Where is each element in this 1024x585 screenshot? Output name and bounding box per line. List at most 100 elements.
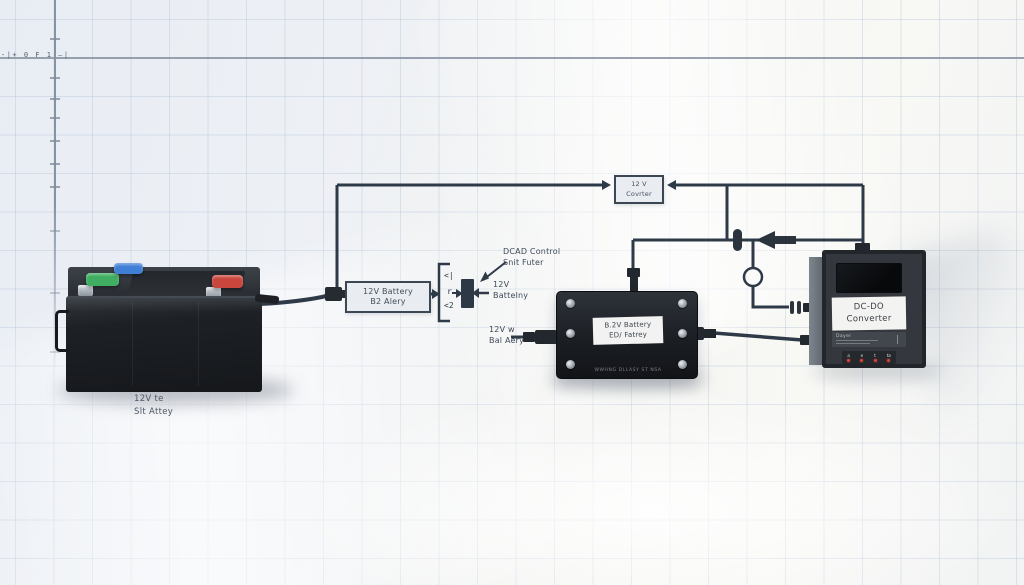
bracket-glyph-mid: r <box>447 287 452 296</box>
battery-cable-connector <box>325 287 342 301</box>
converter-box-line1: 12 V <box>631 180 647 189</box>
screw-icon <box>566 360 575 369</box>
plug-right-drop-collar <box>855 243 870 251</box>
battery-box-line2: B2 Alery <box>370 297 406 306</box>
battery-cable-connector-tip <box>341 290 346 298</box>
indicator-label: e <box>860 352 864 358</box>
converter-box-line2: Covrter <box>626 189 652 198</box>
axis-tick <box>50 117 60 119</box>
led-icon <box>860 358 864 362</box>
center-unit-label-line2: ED/ Fatrey <box>609 330 648 339</box>
indicator-label: a <box>847 352 850 358</box>
arrowhead-into-converter-left <box>602 180 611 190</box>
battery-caption: 12V te Slt Attey <box>134 393 173 419</box>
battery-body <box>66 296 262 392</box>
light-glow <box>260 380 1024 585</box>
battery-terminal-cover-green <box>86 273 119 286</box>
led-icon <box>847 358 851 362</box>
center-unit-fine-print: WWHNG DLLASY ST NSA <box>594 368 662 373</box>
battery-body-highlight <box>66 298 262 312</box>
led-icon <box>887 358 891 362</box>
arrowhead-box-output <box>432 289 440 299</box>
battery-seam <box>198 302 199 386</box>
axis-tick <box>50 140 60 142</box>
input-label: 12V w Bal Aery <box>489 325 524 347</box>
plug-center-left-collar <box>523 332 535 342</box>
axis-tick <box>50 186 60 188</box>
axis-origin-markings: -|+ 0 F 1 —| <box>1 51 70 59</box>
dc-dc-converter-image: DC-DO Converter Dayer a e t ta <box>806 250 930 372</box>
bracket-symbol <box>437 262 450 323</box>
dc-unit-display <box>836 263 902 293</box>
axis-tick <box>50 38 60 40</box>
dc-unit-indicator-row: a e t ta <box>842 351 896 364</box>
battery-terminal-post-left <box>78 285 93 296</box>
indicator: e <box>860 352 864 362</box>
dc-unit-spec-strip: Dayer <box>832 332 906 347</box>
connector-collar <box>797 301 801 314</box>
loop-ring-symbol <box>742 266 764 288</box>
plug-center-top-collar <box>627 268 640 277</box>
inline-connector-arrow <box>756 231 796 249</box>
dc-unit-label: DC-DO Converter <box>831 296 907 331</box>
led-icon <box>873 358 877 362</box>
battery-image <box>55 254 280 394</box>
axis-tick <box>50 230 60 232</box>
axis-tick <box>50 163 60 165</box>
plug-center-right-tip <box>704 329 716 338</box>
filter-label-line1: 12V <box>493 280 510 289</box>
arrowhead-annotation <box>480 271 489 282</box>
battery-schematic-box: 12V Battery B2 Alery <box>345 281 431 313</box>
screw-icon <box>566 329 575 338</box>
filter-component <box>461 279 474 308</box>
battery-terminal-cover-blue <box>114 263 143 274</box>
converter-schematic-box: 12 V Covrter <box>614 175 664 204</box>
plug-dc-lower <box>800 335 810 345</box>
vertical-axis-line <box>54 0 56 368</box>
filter-label: 12V Battelny <box>493 280 528 302</box>
spec-line <box>836 340 878 341</box>
battery-terminal-post-right <box>206 287 221 298</box>
connector-collar <box>790 301 794 314</box>
battery-seam <box>132 302 133 386</box>
dc-unit-label-line1: DC-DO <box>853 301 885 312</box>
battery-caption-line1: 12V te <box>134 394 164 404</box>
filter-label-line2: Battelny <box>493 290 529 300</box>
bracket-glyph-bottom: <2 <box>444 301 454 310</box>
indicator-label: ta <box>886 352 891 358</box>
battery-terminal-cover-red <box>212 275 243 288</box>
fuse-symbol <box>733 229 742 251</box>
center-unit-image: B.2V Battery ED/ Fatrey WWHNG DLLASY ST … <box>556 291 698 379</box>
plug-center-top <box>630 277 638 293</box>
dc-unit-spec-text: Dayer <box>836 334 852 339</box>
filter-annotation-line2: Snit Futer <box>503 257 544 267</box>
screw-icon <box>678 329 687 338</box>
screw-icon <box>678 360 687 369</box>
screw-icon <box>566 299 575 308</box>
battery-handle <box>55 310 69 352</box>
arrowhead-glyph <box>456 289 463 298</box>
bracket-glyph-top: <| <box>444 271 454 280</box>
dc-unit-label-line2: Converter <box>846 313 892 324</box>
center-unit-label: B.2V Battery ED/ Fatrey <box>592 316 664 345</box>
axis-tick <box>50 351 60 353</box>
battery-box-line1: 12V Battery <box>362 286 413 296</box>
battery-caption-line2: Slt Attey <box>134 406 174 417</box>
axis-tick <box>50 292 60 294</box>
spec-divider <box>897 335 898 344</box>
input-label-line2: Bal Aery <box>489 335 525 345</box>
wire-unit-link <box>713 331 803 342</box>
filter-annotation-line1: DCAD Control <box>503 247 561 256</box>
wire-loop-lower <box>751 286 789 309</box>
axis-tick <box>50 98 60 100</box>
indicator-label: t <box>874 352 876 358</box>
indicator: a <box>847 352 851 362</box>
input-label-line1: 12V w <box>489 325 515 334</box>
indicator: ta <box>886 352 891 362</box>
indicator: t <box>873 352 877 362</box>
horizontal-axis-line <box>0 57 1024 59</box>
spec-line <box>836 343 870 344</box>
arrowhead-into-converter-right <box>667 180 676 190</box>
